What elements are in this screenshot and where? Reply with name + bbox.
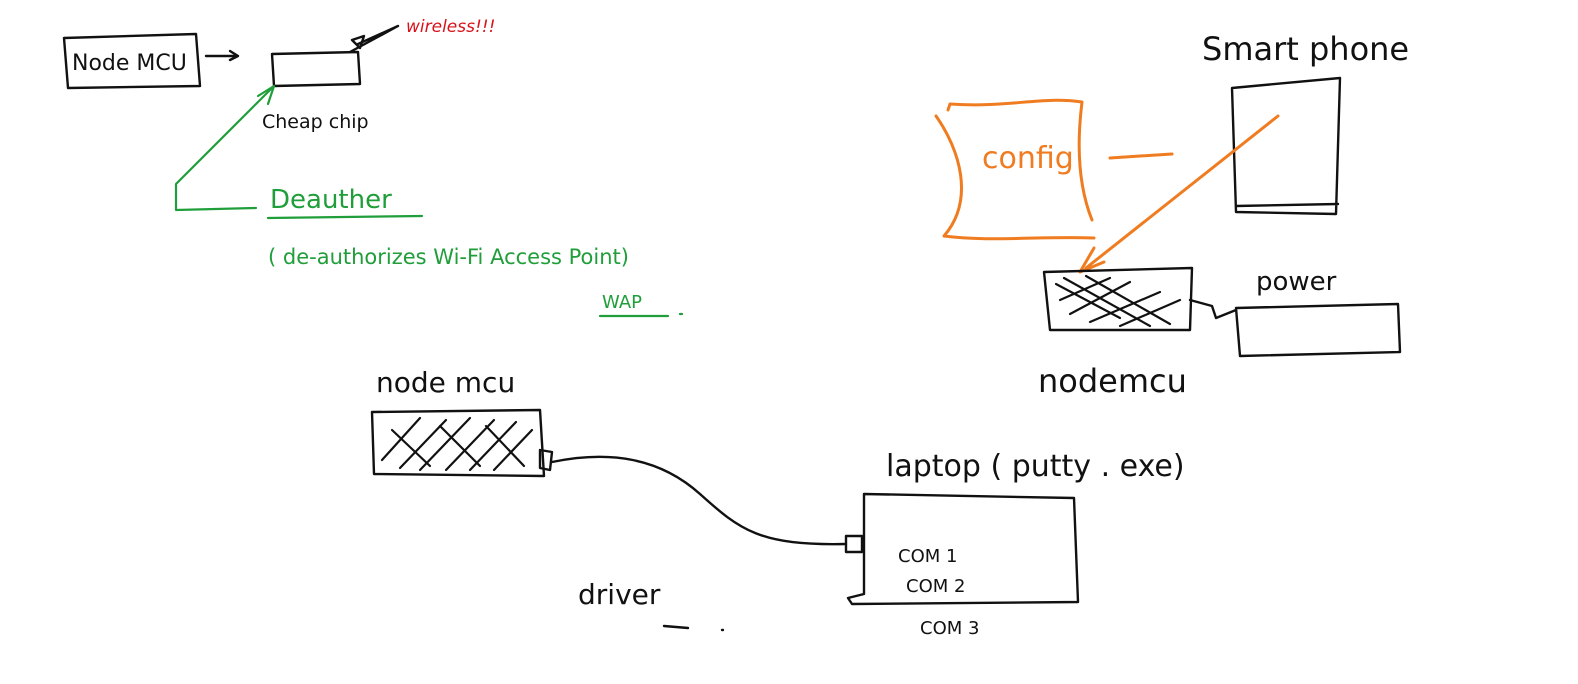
com2-label: COM 2 (906, 576, 965, 597)
smartphone-label: Smart phone (1202, 30, 1409, 68)
nodemcu-right-hatching (1054, 274, 1182, 328)
deauther-pointer-arrowhead (256, 84, 276, 106)
driver-underline (662, 624, 725, 632)
driver-label: driver (578, 578, 661, 611)
laptop-group: laptop ( putty . exe) COM 1 COM 2 COM 3 (844, 449, 1185, 639)
driver-group: driver (578, 578, 725, 632)
nodemcu-bottom-box (370, 408, 546, 478)
cheap-chip-label: Cheap chip (262, 111, 369, 133)
laptop-box (846, 492, 1080, 606)
chip-antenna (348, 24, 400, 54)
nodemcu-to-chip-arrow (204, 49, 240, 62)
nodemcu-to-power-cable (1188, 298, 1238, 320)
nodemcu-bottom-group: node mcu (370, 366, 554, 478)
deauther-pointer-line (174, 86, 274, 212)
com3-label: COM 3 (920, 618, 979, 639)
deauther-label: Deauther (270, 185, 392, 215)
nodemcu-top-box (62, 32, 202, 90)
laptop-label: laptop ( putty . exe) (886, 449, 1185, 484)
wireless-label: wireless!!! (406, 17, 495, 37)
nodemcu-top-group: Node MCU (62, 32, 240, 90)
smartphone-body (1230, 76, 1342, 216)
power-group: power (1234, 267, 1402, 358)
wap-underline (598, 312, 684, 318)
config-label: config (982, 141, 1074, 176)
nodemcu-bottom-hatching (380, 416, 534, 472)
config-bubble (934, 98, 1096, 241)
config-group: config (934, 98, 1280, 274)
deauther-underline (266, 214, 424, 220)
smartphone-group: Smart phone (1202, 30, 1409, 216)
nodemcu-right-group: nodemcu (1038, 266, 1238, 400)
nodemcu-right-box (1042, 266, 1194, 332)
power-label: power (1256, 267, 1337, 297)
nodemcu-top-label: Node MCU (72, 51, 187, 76)
cheap-chip-box (270, 50, 362, 88)
deauther-description: ( de-authorizes Wi-Fi Access Point) (268, 245, 629, 269)
cheap-chip-group: wireless!!! Cheap chip (262, 17, 495, 133)
deauther-group: Deauther ( de-authorizes Wi-Fi Access Po… (174, 84, 684, 318)
usb-connector-left (538, 448, 554, 472)
nodemcu-right-label: nodemcu (1038, 362, 1187, 400)
com1-label: COM 1 (898, 546, 957, 567)
usb-cable (550, 455, 848, 546)
usb-connector-right (844, 534, 864, 554)
wap-label: WAP (602, 292, 642, 313)
phone-to-nodemcu-arrow (1078, 114, 1280, 274)
power-bank-box (1234, 302, 1402, 358)
config-tail (1108, 152, 1174, 160)
nodemcu-bottom-label: node mcu (376, 366, 515, 399)
